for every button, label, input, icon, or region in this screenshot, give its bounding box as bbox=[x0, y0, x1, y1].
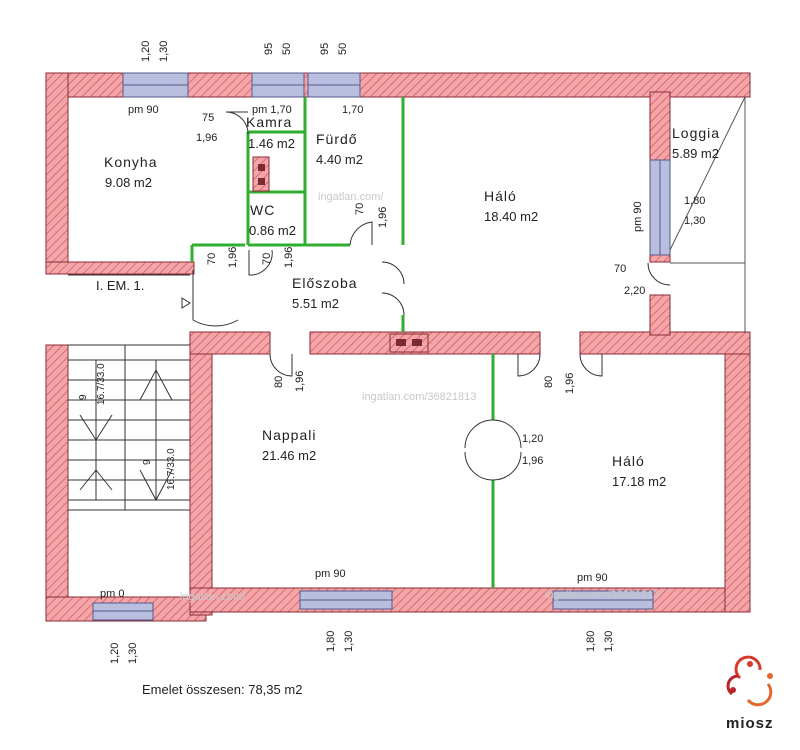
logo-text: miosz bbox=[726, 715, 774, 732]
dim-top-kamra-pm: pm 1,70 bbox=[252, 104, 292, 116]
dim-loggia-window-h: 1,30 bbox=[684, 215, 705, 227]
dim-loggia-window-pm: pm 90 bbox=[632, 201, 644, 232]
dim-bottom-stair-pm: pm 0 bbox=[100, 588, 124, 600]
wall-left-lower bbox=[45, 344, 69, 616]
dim-door-entry-w: 70 bbox=[206, 253, 218, 265]
room-area-loggia: 5.89 m2 bbox=[672, 146, 719, 161]
room-area-wc: 0.86 m2 bbox=[249, 223, 296, 238]
room-area-furdo: 4.40 m2 bbox=[316, 152, 363, 167]
room-area-konyha: 9.08 m2 bbox=[105, 175, 152, 190]
stair-steps-left: 9 bbox=[78, 394, 89, 400]
dim-bottom-stair-w: 1,20 bbox=[109, 643, 121, 664]
room-name-furdo: Fürdő bbox=[316, 131, 358, 147]
dim-loggia-door-h: 2,20 bbox=[624, 285, 645, 297]
room-name-kamra: Kamra bbox=[246, 114, 292, 130]
dim-door-double-w: 1,20 bbox=[522, 433, 543, 445]
dim-door-kamra-h: 1,96 bbox=[196, 132, 217, 144]
door-swings bbox=[192, 111, 671, 481]
room-area-halo2: 17.18 m2 bbox=[612, 474, 666, 489]
dim-bottom-nappali-pm: pm 90 bbox=[315, 568, 346, 580]
wall-mid-horizontal-left bbox=[189, 331, 271, 355]
dim-door-halo2-h: 1,96 bbox=[564, 373, 576, 394]
dim-door-halo2-w: 80 bbox=[543, 376, 555, 388]
dim-top-furdo-w: 95 bbox=[319, 43, 331, 55]
dim-top-kamra-h: 50 bbox=[281, 43, 293, 55]
wall-bottom-main bbox=[189, 587, 751, 613]
chimney-kamra bbox=[252, 156, 270, 192]
dim-top-furdo-pm: 1,70 bbox=[342, 104, 363, 116]
dim-top-furdo-h: 50 bbox=[337, 43, 349, 55]
chimneys bbox=[252, 156, 429, 353]
stair-steps-right: 9 bbox=[142, 459, 153, 465]
room-name-halo2: Háló bbox=[612, 453, 645, 469]
dim-top-konyha-h: 1,30 bbox=[158, 41, 170, 62]
dim-loggia-window-w: 1,80 bbox=[684, 195, 705, 207]
dim-bottom-halo-w: 1,80 bbox=[585, 631, 597, 652]
dim-door-halo1-w: 70 bbox=[354, 203, 366, 215]
dim-top-konyha-w: 1,20 bbox=[140, 41, 152, 62]
window-glazing-lines bbox=[93, 84, 661, 612]
dim-door-kamra-w: 75 bbox=[202, 112, 214, 124]
room-area-eloszoba: 5.51 m2 bbox=[292, 296, 339, 311]
watermark-4: ingatlan.com/36821813 bbox=[545, 589, 659, 601]
dim-loggia-door-w: 70 bbox=[614, 263, 626, 275]
dim-door-entry-h: 1,96 bbox=[227, 247, 239, 268]
stair-ratio-left: 16.7/33.0 bbox=[96, 363, 107, 405]
room-area-halo1: 18.40 m2 bbox=[484, 209, 538, 224]
watermark-2: ingatlan.com/36821813 bbox=[362, 391, 476, 403]
dim-door-double-h: 1,96 bbox=[522, 455, 543, 467]
room-name-eloszoba: Előszoba bbox=[292, 275, 358, 291]
opening-dimensions: 1,20 1,30 pm 90 95 50 pm 1,70 95 50 1,70… bbox=[100, 41, 705, 664]
dim-door-nappali-w: 80 bbox=[273, 376, 285, 388]
stair-ratio-right: 16.7/33.0 bbox=[166, 448, 177, 490]
dim-bottom-nappali-w: 1,80 bbox=[325, 631, 337, 652]
dim-door-halo1-h: 1,96 bbox=[377, 207, 389, 228]
staircase bbox=[68, 274, 191, 511]
dim-door-nappali-h: 1,96 bbox=[294, 371, 306, 392]
loggia-outline bbox=[669, 96, 746, 333]
room-name-konyha: Konyha bbox=[104, 154, 157, 170]
door-dimensions: 75 1,96 70 1,96 70 1,96 70 1,96 80 1,96 … bbox=[196, 112, 576, 467]
dim-bottom-nappali-h: 1,30 bbox=[343, 631, 355, 652]
dim-top-konyha-pm: pm 90 bbox=[128, 104, 159, 116]
watermark-3: ingatlan.com/ bbox=[180, 591, 246, 603]
dim-top-kamra-w: 95 bbox=[263, 43, 275, 55]
partitions bbox=[190, 97, 495, 588]
dim-bottom-stair-h: 1,30 bbox=[127, 643, 139, 664]
dim-door-wc-w: 70 bbox=[261, 253, 273, 265]
room-name-halo1: Háló bbox=[484, 188, 517, 204]
stair-annotations: 9 16.7/33.0 9 16.7/33.0 bbox=[78, 363, 177, 490]
wall-konyha-bottom bbox=[45, 261, 195, 275]
room-name-nappali: Nappali bbox=[262, 427, 316, 443]
wall-center-left bbox=[189, 331, 213, 616]
wall-loggia-stub bbox=[649, 294, 671, 336]
dim-bottom-halo-pm: pm 90 bbox=[577, 572, 608, 584]
chimney-corridor bbox=[389, 333, 429, 353]
logo-mark bbox=[726, 655, 773, 707]
room-name-wc: WC bbox=[250, 202, 275, 218]
dim-bottom-halo-h: 1,30 bbox=[603, 631, 615, 652]
room-labels: Konyha 9.08 m2 Kamra 1.46 m2 Fürdő 4.40 … bbox=[96, 114, 720, 489]
watermarks: ingatlan.com/ ingatlan.com/36821813 inga… bbox=[180, 191, 659, 603]
room-area-kamra: 1.46 m2 bbox=[248, 136, 295, 151]
room-name-loggia: Loggia bbox=[672, 125, 720, 141]
room-area-nappali: 21.46 m2 bbox=[262, 448, 316, 463]
miosz-logo: miosz bbox=[726, 655, 774, 732]
stair-label: I. EM. 1. bbox=[96, 278, 144, 293]
wall-left-upper bbox=[45, 72, 69, 274]
watermark-1: ingatlan.com/ bbox=[318, 191, 384, 203]
floor-total-area: Emelet összesen: 78,35 m2 bbox=[142, 682, 302, 697]
wall-right-lower bbox=[724, 332, 751, 613]
dim-door-wc-h: 1,96 bbox=[283, 247, 295, 268]
